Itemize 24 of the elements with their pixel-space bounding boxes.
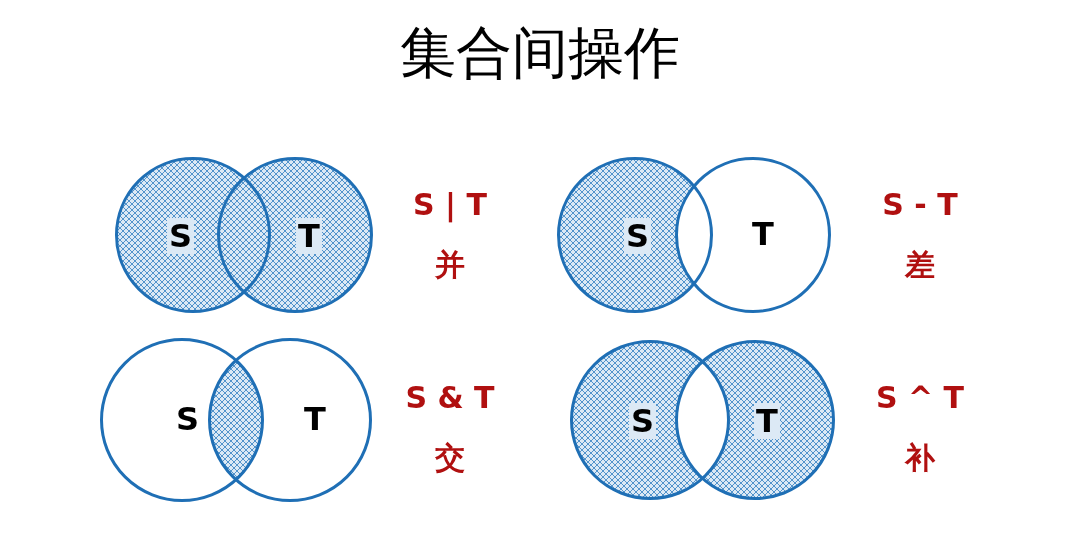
set-circle — [557, 157, 713, 313]
set-letter: S — [167, 218, 195, 254]
set-letter: T — [752, 218, 774, 250]
page-title: 集合间操作 — [399, 22, 681, 84]
operation-name: 差 — [905, 250, 935, 280]
set-letter: T — [296, 218, 322, 254]
set-circle — [675, 340, 835, 500]
operator-expression: S - T — [882, 190, 958, 220]
operator-expression: S & T — [405, 383, 495, 413]
set-letter: T — [304, 403, 326, 435]
set-circle — [570, 340, 730, 500]
set-circle — [100, 338, 264, 502]
operator-expression: S ^ T — [875, 383, 965, 413]
set-letter: S — [629, 403, 657, 439]
set-circle — [217, 157, 373, 313]
set-circle — [675, 157, 831, 313]
operation-name: 并 — [435, 250, 465, 280]
operation-name: 交 — [435, 443, 465, 473]
operation-name: 补 — [905, 443, 935, 473]
set-letter: T — [754, 403, 780, 439]
set-circle — [115, 157, 271, 313]
set-letter: S — [624, 218, 652, 254]
set-circle — [208, 338, 372, 502]
set-letter: S — [176, 403, 200, 435]
